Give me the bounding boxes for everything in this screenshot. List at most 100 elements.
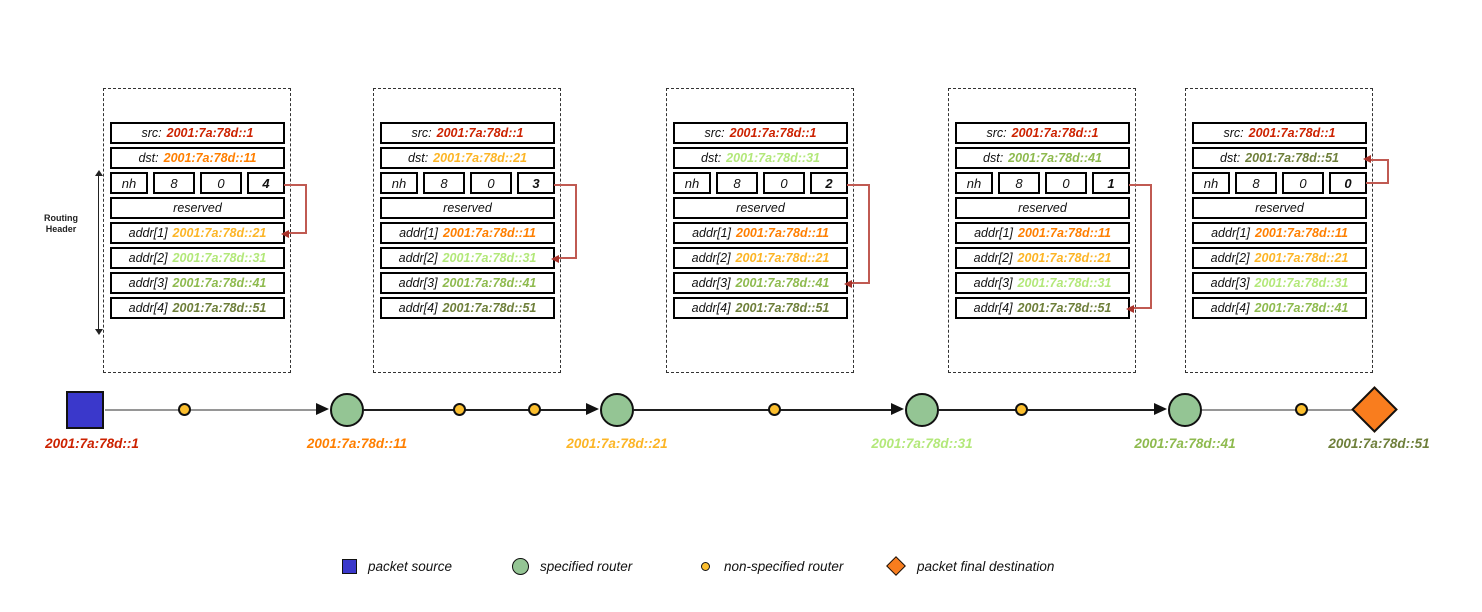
addr-label: addr[1] xyxy=(974,226,1014,240)
routing-header-fields-row: nh 8 0 1 xyxy=(955,172,1130,194)
dst-row: dst: 2001:7a:78d::51 xyxy=(1192,147,1367,169)
dst-value: 2001:7a:78d::41 xyxy=(1008,151,1102,165)
reserved-row: reserved xyxy=(955,197,1130,219)
addr-row-3: addr[3] 2001:7a:78d::31 xyxy=(1192,272,1367,294)
src-label: src: xyxy=(704,126,725,140)
addr-label: addr[2] xyxy=(1210,251,1250,265)
src-value: 2001:7a:78d::1 xyxy=(729,126,817,140)
addr-value: 2001:7a:78d::31 xyxy=(1017,276,1112,290)
segments-left-pointer-arrow xyxy=(1126,184,1152,313)
non-specified-router-dot xyxy=(453,403,466,416)
non-specified-router-dot xyxy=(1295,403,1308,416)
packet-header-box-2: src: 2001:7a:78d::1 dst: 2001:7a:78d::21… xyxy=(373,88,577,373)
src-value: 2001:7a:78d::1 xyxy=(436,126,524,140)
dst-value: 2001:7a:78d::21 xyxy=(433,151,527,165)
addr-label: addr[3] xyxy=(1210,276,1250,290)
addr-row-1: addr[1] 2001:7a:78d::11 xyxy=(1192,222,1367,244)
routing-type-cell: 0 xyxy=(763,172,805,194)
path-arrowhead xyxy=(891,403,904,415)
reserved-label: reserved xyxy=(1018,201,1067,215)
segments-left-cell: 1 xyxy=(1092,172,1130,194)
segments-left-pointer-arrow xyxy=(1363,155,1389,184)
routing-type-cell: 0 xyxy=(200,172,242,194)
next-header-cell: nh xyxy=(380,172,418,194)
legend-item-packet-source: packet source xyxy=(342,555,452,577)
routing-header-fields-row: nh 8 0 3 xyxy=(380,172,555,194)
addr-value: 2001:7a:78d::11 xyxy=(1255,226,1348,240)
path-segment xyxy=(634,409,895,411)
dst-label: dst: xyxy=(983,151,1004,165)
segments-left-pointer-arrow xyxy=(281,184,307,238)
packet-source-node xyxy=(66,391,104,429)
addr-row-2: addr[2] 2001:7a:78d::31 xyxy=(110,247,285,269)
routing-header-fields-row: nh 8 0 4 xyxy=(110,172,285,194)
addr-row-3: addr[3] 2001:7a:78d::41 xyxy=(380,272,555,294)
addr-label: addr[4] xyxy=(128,301,168,315)
dst-label: dst: xyxy=(1220,151,1241,165)
packet-header-box-4: src: 2001:7a:78d::1 dst: 2001:7a:78d::41… xyxy=(948,88,1152,373)
node-address-label: 2001:7a:78d::11 xyxy=(306,436,408,451)
segments-left-cell: 3 xyxy=(517,172,555,194)
addr-value: 2001:7a:78d::11 xyxy=(736,226,829,240)
addr-value: 2001:7a:78d::31 xyxy=(172,251,267,265)
addr-row-4: addr[4] 2001:7a:78d::41 xyxy=(1192,297,1367,319)
addr-value: 2001:7a:78d::51 xyxy=(442,301,537,315)
addr-label: addr[2] xyxy=(973,251,1013,265)
hdr-ext-len-cell: 8 xyxy=(998,172,1040,194)
addr-value: 2001:7a:78d::51 xyxy=(172,301,267,315)
non-specified-router-dot xyxy=(1015,403,1028,416)
path-arrowhead xyxy=(1154,403,1167,415)
legend-label: non-specified router xyxy=(724,558,844,574)
path-arrowhead xyxy=(316,403,329,415)
path-segment xyxy=(939,409,1158,411)
legend-label: packet source xyxy=(368,558,453,574)
legend-item-specified-router: specified router xyxy=(512,555,632,577)
src-value: 2001:7a:78d::1 xyxy=(1248,126,1336,140)
routing-header-fields-row: nh 8 0 0 xyxy=(1192,172,1367,194)
routing-header-label: Routing Header xyxy=(44,213,78,234)
reserved-label: reserved xyxy=(1255,201,1304,215)
src-row: src: 2001:7a:78d::1 xyxy=(110,122,285,144)
routing-type-cell: 0 xyxy=(1045,172,1087,194)
addr-row-2: addr[2] 2001:7a:78d::21 xyxy=(673,247,848,269)
addr-value: 2001:7a:78d::11 xyxy=(1018,226,1111,240)
dst-row: dst: 2001:7a:78d::21 xyxy=(380,147,555,169)
packet-header-box-1: src: 2001:7a:78d::1 dst: 2001:7a:78d::11… xyxy=(103,88,307,373)
legend-item-packet-final-destination: packet final destination xyxy=(886,555,1054,577)
addr-row-4: addr[4] 2001:7a:78d::51 xyxy=(673,297,848,319)
addr-row-1: addr[1] 2001:7a:78d::11 xyxy=(380,222,555,244)
hdr-ext-len-cell: 8 xyxy=(423,172,465,194)
node-address-label: 2001:7a:78d::51 xyxy=(1328,436,1430,451)
segments-left-pointer-arrow xyxy=(844,184,870,288)
next-header-cell: nh xyxy=(1192,172,1230,194)
addr-label: addr[4] xyxy=(973,301,1013,315)
addr-label: addr[2] xyxy=(398,251,438,265)
non-specified-router-dot xyxy=(528,403,541,416)
specified-router-node-1 xyxy=(330,393,364,427)
addr-value: 2001:7a:78d::41 xyxy=(442,276,537,290)
addr-label: addr[1] xyxy=(1211,226,1251,240)
hdr-ext-len-cell: 8 xyxy=(716,172,758,194)
dst-label: dst: xyxy=(701,151,722,165)
addr-value: 2001:7a:78d::21 xyxy=(735,251,830,265)
reserved-label: reserved xyxy=(736,201,785,215)
specified-router-node-2 xyxy=(600,393,634,427)
addr-row-2: addr[2] 2001:7a:78d::21 xyxy=(1192,247,1367,269)
reserved-label: reserved xyxy=(173,201,222,215)
reserved-row: reserved xyxy=(110,197,285,219)
path-segment xyxy=(364,409,590,411)
addr-label: addr[4] xyxy=(1210,301,1250,315)
dst-row: dst: 2001:7a:78d::11 xyxy=(110,147,285,169)
addr-row-3: addr[3] 2001:7a:78d::41 xyxy=(673,272,848,294)
next-header-cell: nh xyxy=(673,172,711,194)
addr-value: 2001:7a:78d::41 xyxy=(172,276,267,290)
src-label: src: xyxy=(141,126,162,140)
packet-destination-node xyxy=(1351,386,1398,433)
addr-value: 2001:7a:78d::41 xyxy=(1254,301,1349,315)
addr-value: 2001:7a:78d::21 xyxy=(1254,251,1349,265)
reserved-row: reserved xyxy=(673,197,848,219)
addr-value: 2001:7a:78d::51 xyxy=(735,301,830,315)
src-value: 2001:7a:78d::1 xyxy=(166,126,254,140)
segments-left-cell: 2 xyxy=(810,172,848,194)
